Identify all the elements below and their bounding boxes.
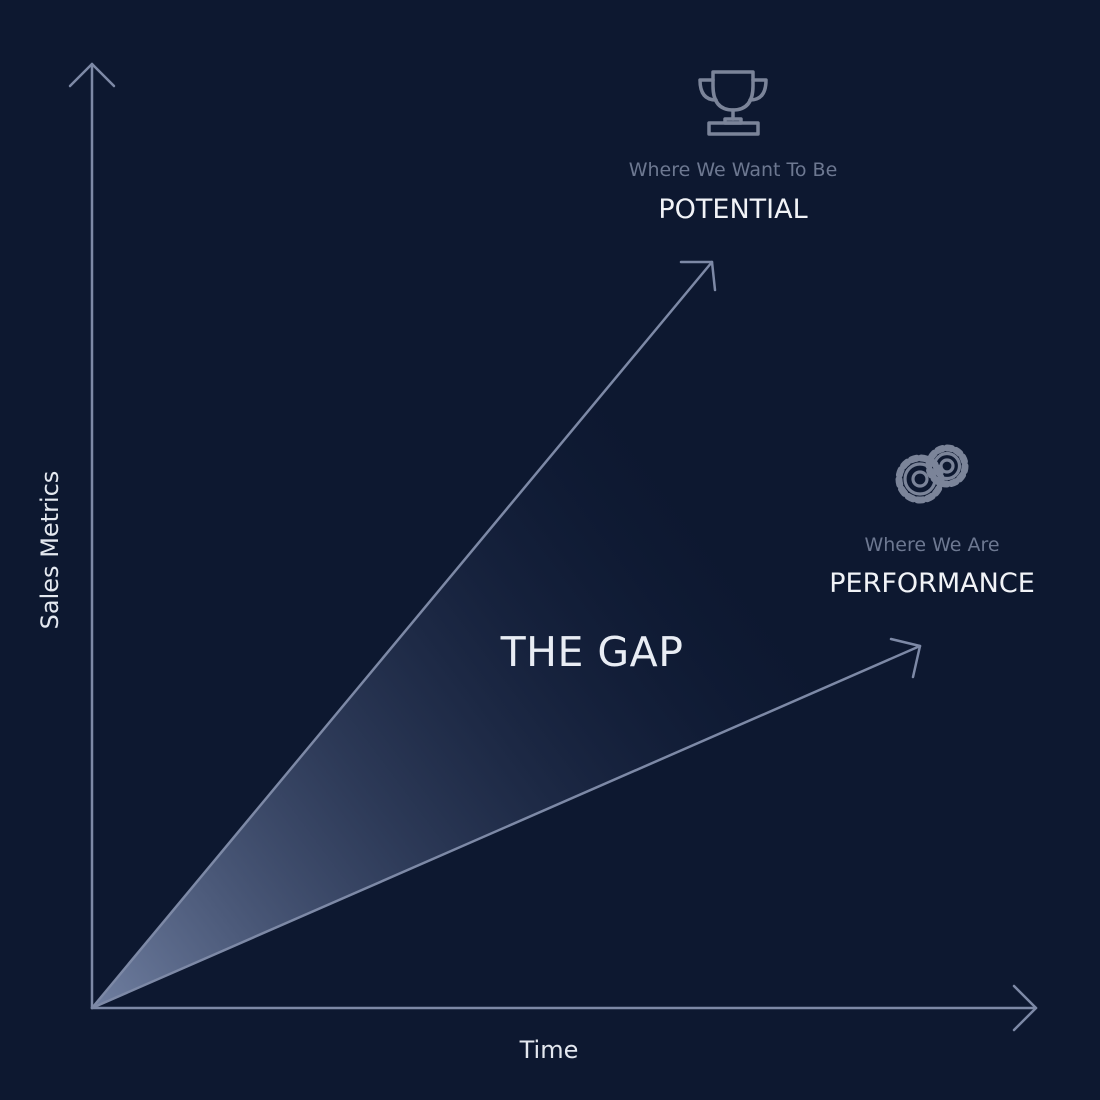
y-axis-arrowhead — [68, 62, 116, 88]
potential-arrow — [90, 260, 717, 1010]
y-axis-label: Sales Metrics — [36, 470, 64, 630]
performance-title: PERFORMANCE — [829, 568, 1035, 599]
performance-arrowhead — [889, 637, 922, 679]
x-axis-label: Time — [519, 1036, 579, 1064]
potential-arrowhead — [679, 260, 717, 292]
performance-arrow — [90, 637, 922, 1010]
potential-title: POTENTIAL — [658, 194, 808, 225]
gap-area — [92, 262, 920, 1008]
x-axis — [90, 984, 1038, 1032]
y-axis — [68, 62, 116, 1010]
x-axis-arrowhead — [1012, 984, 1038, 1032]
performance-caption: Where We Are — [864, 534, 1000, 556]
potential-caption: Where We Want To Be — [628, 159, 838, 181]
gears-icon — [895, 444, 969, 504]
trophy-icon — [698, 70, 768, 136]
gap-label: THE GAP — [500, 628, 684, 676]
